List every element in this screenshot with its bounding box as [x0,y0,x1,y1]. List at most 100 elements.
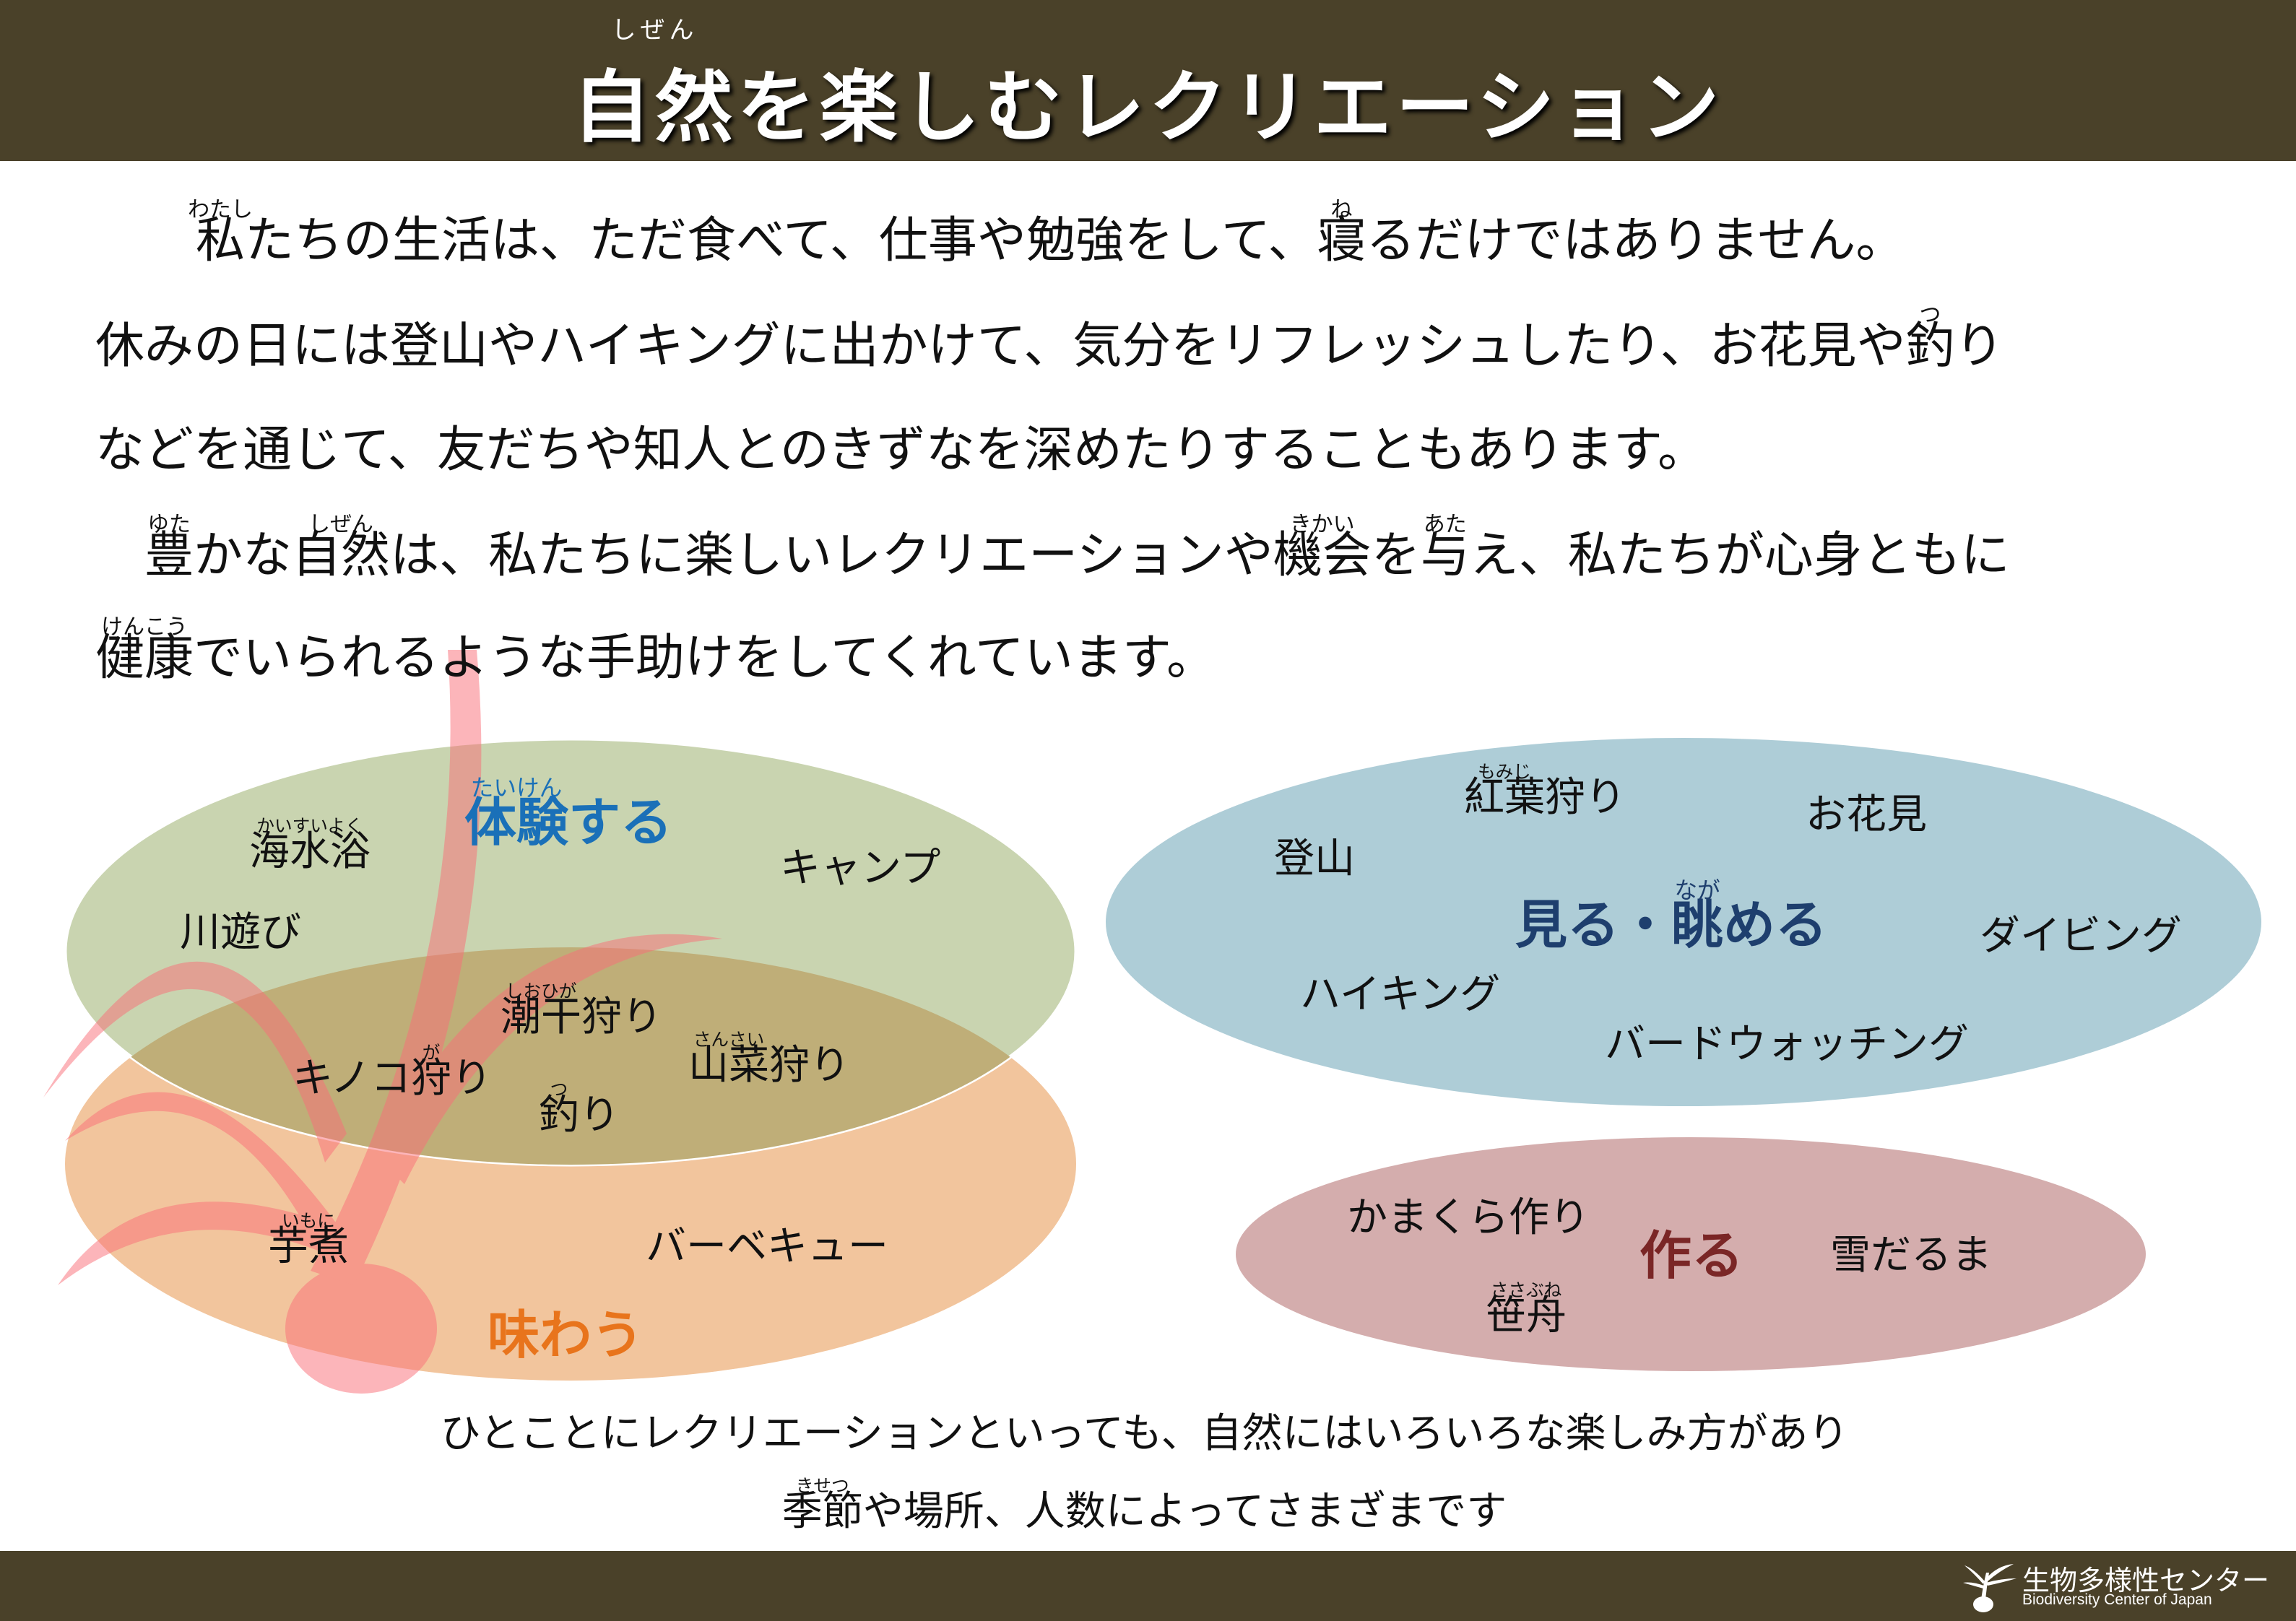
text-segment: 味わう [488,1305,644,1365]
text-segment: 狩り [581,994,662,1040]
header-bar: 自然しぜんを楽しむレクリエーション [0,0,2296,161]
ruby-base: 豊ゆた [144,511,194,584]
text-segment: する [568,792,673,853]
item-ohanami: お花見 [1806,795,1927,835]
plant-logo-icon [1963,1564,2016,1612]
furigana: ね [1330,196,1353,222]
furigana: ささぶね [1490,1279,1562,1300]
ruby-base: 私わたし [188,196,253,269]
furigana: きせつ [795,1474,849,1496]
ruby-base: 寝ね [1317,196,1366,269]
ruby-base: 自然しぜん [292,511,391,584]
text-segment: 休みの日には登山やハイキングに出かけて、気分をリフレッシュしたり、お花見や [95,318,1906,375]
ruby-base: 季節きせつ [781,1474,863,1535]
ruby-base: 体験たいけん [464,775,569,853]
item-bbq: バーベキュー [646,1227,888,1267]
furigana: たいけん [470,775,563,802]
text-segment: り [1954,318,2004,375]
summary-line: 季節きせつや場所、人数によってさまざまです [0,1474,2292,1535]
furigana: けんこう [101,614,188,640]
text-segment: を [1371,527,1421,584]
text-segment: 狩り [1545,774,1626,821]
text-segment: り [579,1092,620,1139]
furigana: しぜん [308,511,373,537]
item-sasabune: 笹舟ささぶね [1486,1279,1567,1339]
text-segment: バードウォッチング [1605,1021,1969,1068]
text-segment: 登山 [1274,835,1355,882]
text-segment: 狩り [769,1042,850,1089]
text-segment: は、私たちに楽しいレクリエーションや [390,527,1273,584]
text-segment: める [1723,895,1828,955]
furigana: かいすいよく [256,814,363,836]
item-kinokogari: キノコ狩がり [293,1041,492,1102]
text-segment: たちの生活は、ただ食べて、仕事や勉強をして、 [245,212,1317,269]
item-hiking: ハイキング [1300,975,1500,1015]
paragraph-line: 健康けんこうでいられるような手助けをしてくれています。 [95,614,1216,687]
page-title: 自然しぜんを楽しむレクリエーション [0,15,2296,157]
text-segment: ダイビング [1980,913,2182,960]
ruby-base: 潮干しおひが [501,980,581,1040]
text-segment: を楽しむレクリエーション [737,63,1724,153]
text-segment: 見る・ [1515,895,1672,955]
furigana: もみじ [1478,760,1531,782]
text-segment: るだけではありません。 [1366,212,1905,269]
ruby-base: 海水浴かいすいよく [249,814,371,875]
text-segment: お花見 [1806,791,1927,838]
category-taiken: 体験たいけんする [464,775,672,853]
furigana: さんさい [693,1028,765,1050]
item-kaisuiyoku: 海水浴かいすいよく [249,814,371,875]
text-segment: キャンプ [780,845,941,892]
summary-line: ひとことにレクリエーションといっても、自然にはいろいろな楽しみ方があり [0,1414,2292,1454]
furigana: きかい [1289,511,1355,537]
ruby-base: 釣つ [1905,302,1955,375]
ruby-base: 笹舟ささぶね [1486,1279,1567,1339]
paragraph-line: 休みの日には登山やハイキングに出かけて、気分をリフレッシュしたり、お花見や釣つり [95,302,2004,375]
see-ellipse [1106,738,2261,1106]
logo-jp: 生物多様性センター [2022,1565,2270,1596]
text-segment: かな [194,527,293,584]
overlap-region [65,947,1076,1165]
item-kawaasobi: 川遊び [180,913,301,953]
item-yukidaruma: 雪だるま [1830,1235,1992,1276]
text-segment: などを通じて、友だちや知人とのきずなを深めたりすることもあります。 [95,422,1707,479]
furigana: ゆた [147,511,191,537]
text-segment: キノコ [293,1055,412,1102]
text-segment [95,527,144,584]
text-segment: でいられるような手助けをしてくれています。 [194,630,1216,687]
ruby-base: 紅葉もみじ [1464,760,1545,821]
item-momijigari: 紅葉もみじ狩り [1464,760,1626,821]
text-segment: かまくら作り [1347,1194,1590,1241]
furigana: いもに [282,1209,335,1231]
ruby-base: 芋煮いもに [268,1209,349,1270]
ruby-base: 自然しぜん [572,15,737,153]
text-segment: り [451,1055,493,1102]
ruby-base: 眺なが [1671,878,1724,955]
item-shiohigari: 潮干しおひが狩り [501,980,662,1040]
text-segment: ひとことにレクリエーションといっても、自然にはいろいろな楽しみ方があり [440,1410,1849,1457]
category-miru: 見る・眺ながめる [1515,878,1827,955]
ruby-base: 健康けんこう [95,614,194,687]
furigana: つ [550,1078,568,1100]
make-ellipse [1236,1137,2146,1371]
text-segment: 雪だるま [1830,1232,1992,1279]
paragraph-line: などを通じて、友だちや知人とのきずなを深めたりすることもあります。 [95,426,1707,475]
furigana: なが [1674,878,1720,905]
item-camp: キャンプ [780,848,940,889]
text-segment: 作る [1639,1225,1744,1286]
text-segment: バーベキュー [646,1223,888,1270]
text-segment: え、私たちが心身ともに [1469,527,2010,584]
footer-bar: 生物多様性センター Biodiversity Center of Japan [0,1551,2296,1621]
furigana: つ [1919,302,1941,328]
logo-en: Biodiversity Center of Japan [2022,1591,2212,1608]
furigana: あた [1423,511,1467,537]
furigana: わたし [188,196,253,222]
item-imoni: 芋煮いもに [268,1209,349,1270]
ruby-base: 狩が [411,1041,452,1102]
furigana: が [422,1041,441,1063]
item-diving: ダイビング [1980,916,2182,957]
paragraph-line: 豊ゆたかな自然しぜんは、私たちに楽しいレクリエーションや機会きかいを与あたえ、私… [95,511,2010,584]
furigana: しおひが [505,980,577,1001]
item-tozan: 登山 [1274,839,1355,879]
category-tsukuru: 作る [1639,1230,1743,1282]
